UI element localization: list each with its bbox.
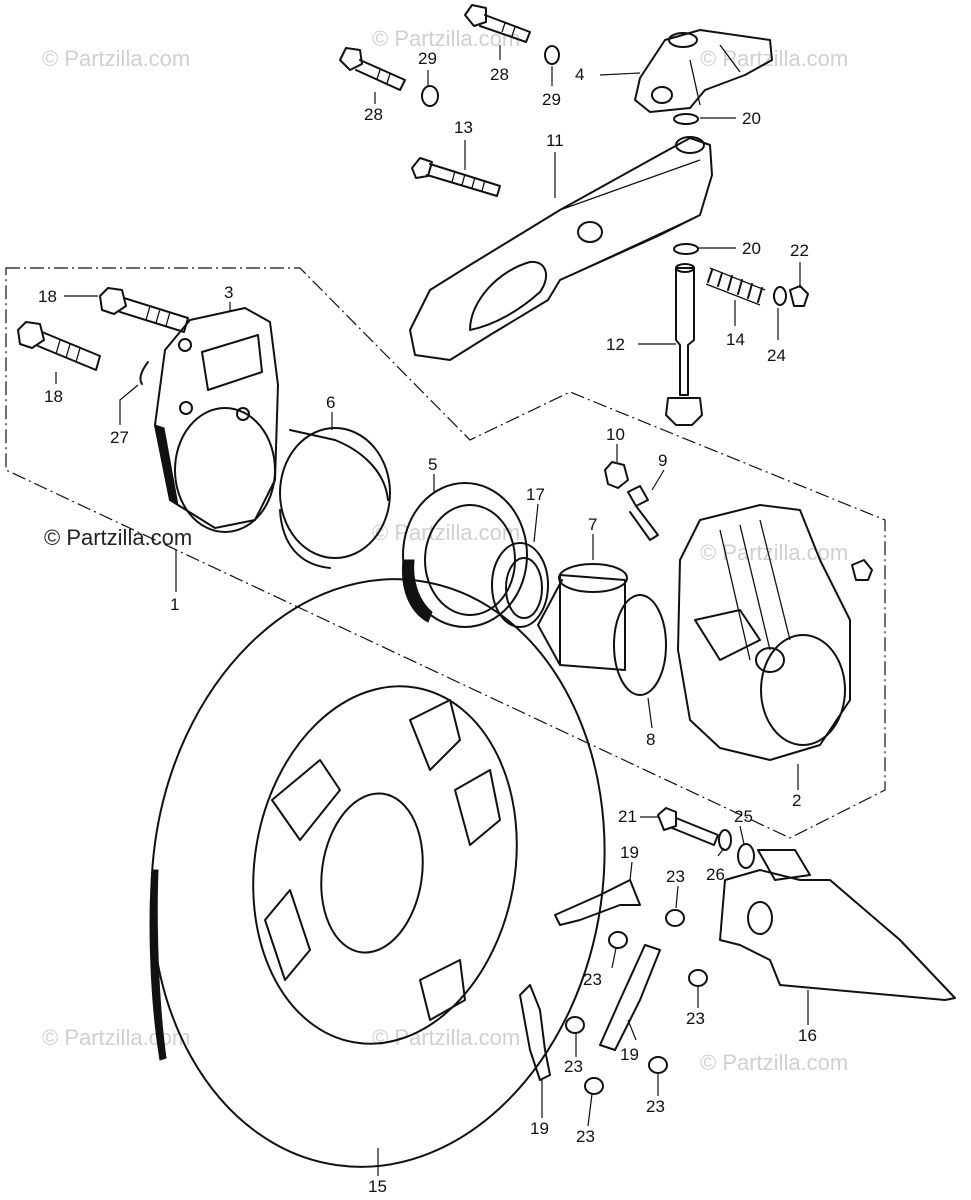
ring-5: [401, 482, 528, 628]
label-3: 3: [224, 283, 233, 302]
label-19: 19: [530, 1119, 549, 1138]
seal-17: [491, 542, 549, 628]
label-19: 19: [620, 843, 639, 862]
caliper-bracket-3: [154, 307, 279, 533]
bleeder-valve-9: [627, 485, 659, 541]
label-23: 23: [666, 867, 685, 886]
label-16: 16: [798, 1026, 817, 1045]
label-14: 14: [726, 330, 745, 349]
label-23: 23: [576, 1127, 595, 1146]
label-23: 23: [646, 1097, 665, 1116]
label-25: 25: [734, 807, 753, 826]
label-20: 20: [742, 109, 761, 128]
label-28: 28: [490, 65, 509, 84]
bracket-4: [634, 29, 773, 113]
watermark: © Partzilla.com: [700, 46, 848, 71]
nut-23-f: [584, 1077, 604, 1095]
label-13: 13: [454, 118, 473, 137]
watermark: © Partzilla.com: [700, 1050, 848, 1075]
part-labels: 4 20 20 22 14 24 12 13 11 28 28 29 29 18…: [38, 49, 817, 1196]
caliper-body-2: [677, 504, 851, 761]
label-18: 18: [38, 287, 57, 306]
label-26: 26: [706, 865, 725, 884]
nut-23-a: [665, 909, 685, 927]
bolt-28-right: [464, 4, 531, 43]
watermark-layer: © Partzilla.com © Partzilla.com © Partzi…: [42, 26, 848, 1075]
label-17: 17: [526, 485, 545, 504]
cap-small: [851, 559, 873, 581]
label-21: 21: [618, 807, 637, 826]
washer-25: [737, 843, 755, 869]
label-22: 22: [790, 241, 809, 260]
watermark: © Partzilla.com: [372, 26, 520, 51]
bolt-21: [657, 807, 719, 846]
caliper-assembly-boundary: [5, 267, 886, 839]
label-8: 8: [646, 730, 655, 749]
bolt-13: [411, 157, 501, 197]
guard-16: [719, 849, 956, 1001]
washer-26: [718, 829, 732, 851]
washer-24: [773, 286, 787, 306]
washer-29-right: [544, 45, 560, 65]
label-19: 19: [620, 1045, 639, 1064]
bolt-18-lower: [17, 321, 101, 371]
bolt-18-upper: [99, 287, 189, 333]
washer-29-left: [421, 85, 439, 107]
bolt-28-left: [339, 47, 406, 91]
caliper-arm-11: [409, 136, 713, 361]
main-watermark: © Partzilla.com: [44, 525, 192, 550]
piston-7: [537, 563, 628, 671]
label-20: 20: [742, 239, 761, 258]
nut-23-e: [648, 1056, 668, 1074]
lock-plate-19-middle: [599, 944, 661, 1051]
cap-10: [604, 461, 629, 489]
watermark: © Partzilla.com: [42, 46, 190, 71]
nut-23-b: [608, 931, 628, 949]
label-23: 23: [583, 970, 602, 989]
lock-plate-19-upper: [554, 879, 641, 926]
label-29: 29: [542, 90, 561, 109]
label-10: 10: [606, 425, 625, 444]
o-ring-20-upper: [673, 113, 699, 125]
label-27: 27: [110, 428, 129, 447]
label-23: 23: [564, 1057, 583, 1076]
label-5: 5: [428, 455, 437, 474]
label-15: 15: [368, 1177, 387, 1196]
label-28: 28: [364, 105, 383, 124]
o-ring-8: [613, 594, 667, 696]
watermark: © Partzilla.com: [372, 520, 520, 545]
label-23: 23: [686, 1009, 705, 1028]
brake-pad-6: [279, 427, 391, 569]
label-29: 29: [418, 49, 437, 68]
watermark: © Partzilla.com: [42, 1025, 190, 1050]
label-24: 24: [767, 346, 786, 365]
watermark: © Partzilla.com: [372, 1025, 520, 1050]
lock-plate-19-lower: [519, 984, 551, 1081]
watermark: © Partzilla.com: [700, 540, 848, 565]
label-9: 9: [658, 451, 667, 470]
nut-23-d: [565, 1016, 585, 1034]
label-4: 4: [575, 65, 584, 84]
leader-lines: [55, 45, 809, 1176]
clip-27: [139, 361, 149, 385]
label-7: 7: [588, 515, 597, 534]
label-12: 12: [606, 335, 625, 354]
spring-14: [705, 267, 766, 306]
label-11: 11: [546, 131, 564, 150]
brake-disc-15: [149, 578, 606, 1168]
label-6: 6: [326, 393, 335, 412]
nut-22: [789, 285, 809, 307]
pivot-pin-12: [665, 263, 703, 426]
label-1: 1: [170, 595, 179, 614]
nut-23-c: [688, 969, 708, 987]
o-ring-20-lower: [673, 243, 699, 255]
label-18: 18: [44, 387, 63, 406]
label-2: 2: [792, 791, 801, 810]
